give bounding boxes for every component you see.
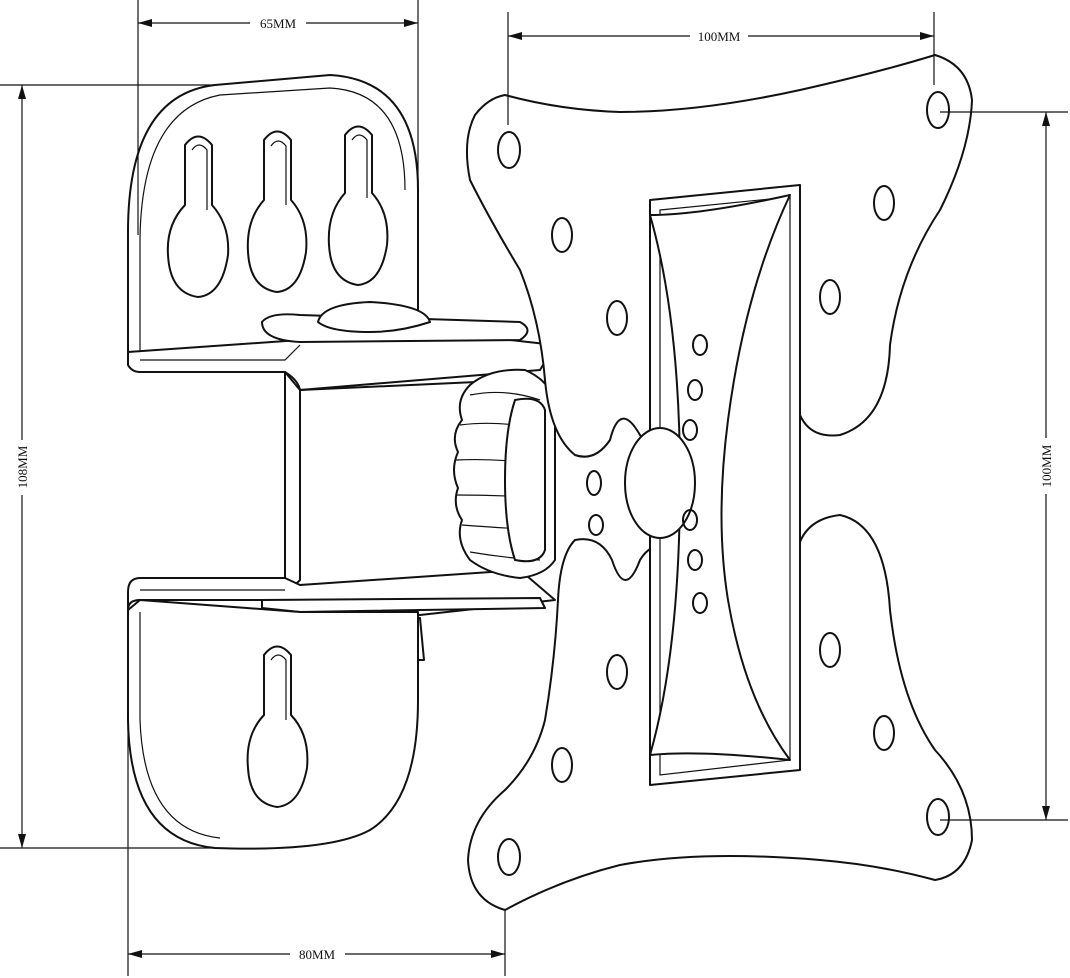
- wall-bracket: [127, 74, 556, 850]
- lower-wall-plate: [127, 599, 419, 850]
- dim-label-80mm: 80MM: [299, 947, 336, 962]
- bracket-web: [284, 371, 301, 591]
- dim-label-100mm-horizontal: 100MM: [698, 29, 741, 44]
- dimension-108mm: 108MM: [0, 84, 218, 849]
- dim-label-65mm: 65MM: [260, 16, 297, 31]
- dimension-100mm-horizontal: 100MM: [507, 12, 935, 125]
- lower-washer: [261, 597, 546, 613]
- upper-bolt-head: [317, 301, 431, 333]
- dim-label-108mm: 108MM: [15, 445, 30, 488]
- dimension-65mm: 65MM: [137, 0, 419, 235]
- vesa-plate: [466, 54, 973, 911]
- keyhole-slots-upper: [166, 125, 389, 298]
- dim-label-100mm-vertical: 100MM: [1039, 444, 1054, 487]
- vesa-mounting-holes: [497, 91, 950, 876]
- keyhole-slot-lower: [246, 645, 309, 808]
- dimension-80mm: 80MM: [127, 715, 506, 976]
- dimension-100mm-vertical: 100MM: [940, 111, 1068, 821]
- pivot-disk: [624, 427, 696, 539]
- tilt-adjustment-holes: [586, 334, 708, 614]
